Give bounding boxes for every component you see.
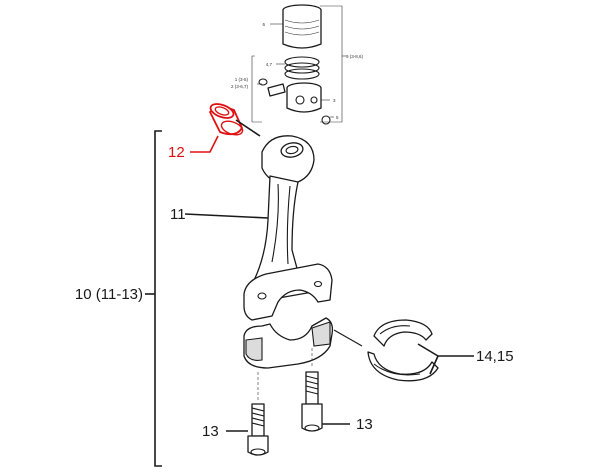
inset-label-pin: 2 (3-6,7): [231, 84, 249, 89]
inset-label-pin-circlip: 1 (3-5): [235, 77, 249, 82]
piston-pin: [258, 78, 286, 97]
cylinder-liner: [282, 4, 322, 49]
callout-11-conrod: 11: [170, 206, 186, 223]
bolt-left: [247, 372, 269, 456]
inset-label-piston: 3: [333, 98, 336, 103]
circlip: [321, 115, 331, 125]
callout-12-bushing: 12: [168, 144, 185, 161]
inset-label-circlip: 5: [336, 115, 339, 120]
leader-11: [184, 213, 269, 219]
inset-label-rings: 4,7: [266, 62, 273, 67]
piston: [286, 82, 322, 113]
callout-10-assembly: 10 (11-13): [75, 286, 143, 303]
big-end-cap: [243, 317, 334, 369]
piston-inset: 6 9 (3-8,6) 4,7 1 (3-5) 2 (3-6,7) 3 5: [231, 4, 364, 125]
leader-14-upper: [417, 343, 474, 357]
bolt-right: [301, 348, 323, 432]
inset-bracket: [251, 5, 346, 123]
small-end-bushing: [209, 103, 244, 136]
piston-rings: [284, 56, 320, 80]
leader-14-lower: [429, 355, 439, 375]
inset-label-liner: 6: [262, 22, 265, 27]
leader-12: [190, 135, 219, 153]
callout-14-15-shells: 14,15: [476, 348, 514, 365]
assembly-bracket: [145, 130, 162, 467]
bearing-shells: [333, 319, 439, 382]
bushing-to-rod-line: [235, 119, 261, 137]
inset-label-ring-set: 9 (3-8,6): [346, 54, 364, 59]
connecting-rod: [243, 135, 333, 321]
callout-13-bolt-left: 13: [202, 423, 219, 440]
inset-leaders: [257, 23, 334, 118]
callout-13-bolt-right: 13: [356, 416, 373, 433]
